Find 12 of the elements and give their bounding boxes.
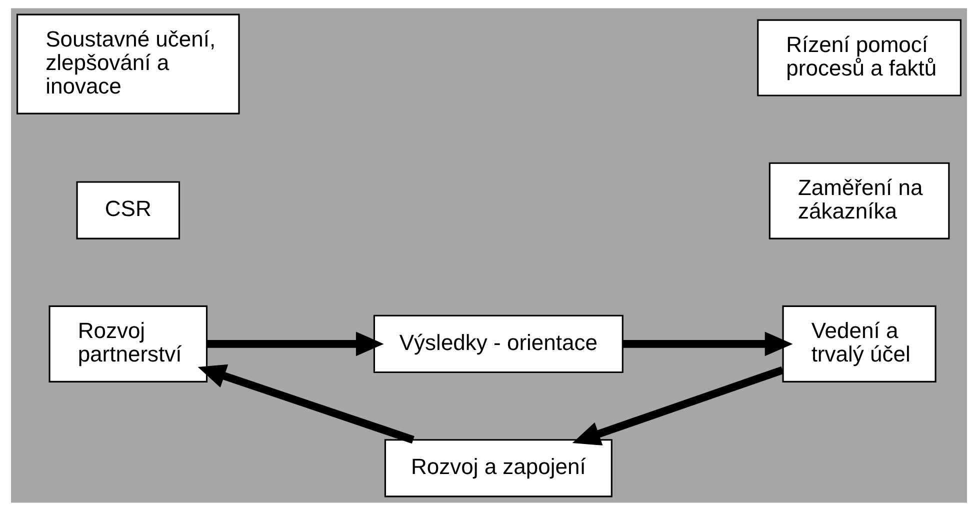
- arrow: [572, 366, 784, 446]
- arrow: [207, 332, 384, 356]
- node-box: Výsledky - orientace: [373, 314, 624, 374]
- node-box: Vedení a trvalý účel: [782, 305, 936, 382]
- node-box: Rízení pomocí procesů a faktů: [757, 19, 962, 96]
- node-box: Rozvoj partnerství: [48, 305, 208, 382]
- node-box: Rozvoj a zapojení: [384, 439, 612, 498]
- arrow: [623, 332, 793, 356]
- node-box: CSR: [76, 181, 180, 240]
- node-box: Soustavné učení, zlepšování a inovace: [16, 14, 240, 114]
- arrow: [198, 364, 414, 444]
- node-box: Zaměření na zákazníka: [768, 162, 950, 240]
